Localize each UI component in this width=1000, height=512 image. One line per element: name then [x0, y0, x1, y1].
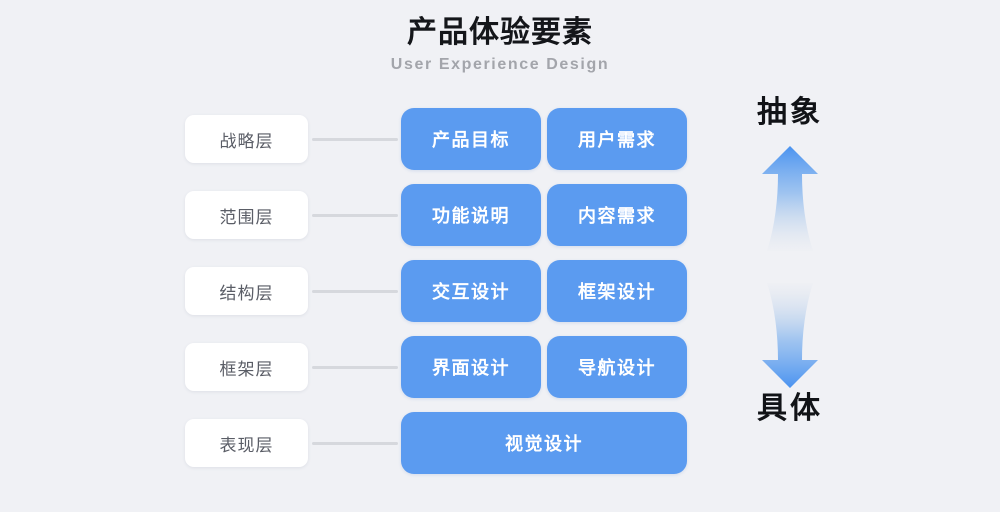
layer-row: 范围层 功能说明 内容需求 — [0, 184, 1000, 246]
connector-line — [312, 214, 398, 217]
page-subtitle: User Experience Design — [390, 55, 610, 73]
connector-line — [312, 290, 398, 293]
connector-line — [312, 138, 398, 141]
header: 产品体验要素 User Experience Design — [0, 14, 1000, 74]
element-card[interactable]: 交互设计 — [401, 260, 541, 322]
layer-row: 战略层 产品目标 用户需求 — [0, 108, 1000, 170]
layer-cards: 视觉设计 — [401, 412, 687, 474]
layer-cards: 功能说明 内容需求 — [401, 184, 687, 246]
layer-label-skeleton[interactable]: 框架层 — [185, 343, 308, 391]
element-card[interactable]: 用户需求 — [547, 108, 687, 170]
connector-line — [312, 442, 398, 445]
layer-row: 结构层 交互设计 框架设计 — [0, 260, 1000, 322]
page-title: 产品体验要素 — [407, 16, 593, 49]
layer-row: 表现层 视觉设计 — [0, 412, 1000, 474]
element-card-text: 用户需求 — [578, 130, 656, 150]
element-card-text: 功能说明 — [432, 206, 510, 226]
arrow-up-icon — [720, 144, 860, 254]
element-card-text: 界面设计 — [432, 358, 510, 378]
element-card-text: 内容需求 — [578, 206, 656, 226]
element-card-text: 视觉设计 — [505, 434, 583, 454]
element-card-text: 导航设计 — [578, 358, 656, 378]
layer-label-text: 战略层 — [219, 131, 274, 151]
layer-label-text: 表现层 — [219, 435, 274, 455]
layer-label-text: 范围层 — [219, 207, 274, 227]
layer-label-surface[interactable]: 表现层 — [185, 419, 308, 467]
layer-row: 框架层 界面设计 导航设计 — [0, 336, 1000, 398]
element-card[interactable]: 功能说明 — [401, 184, 541, 246]
layer-label-text: 结构层 — [219, 283, 274, 303]
element-card[interactable]: 框架设计 — [547, 260, 687, 322]
layer-label-scope[interactable]: 范围层 — [185, 191, 308, 239]
element-card[interactable]: 产品目标 — [401, 108, 541, 170]
layer-cards: 产品目标 用户需求 — [401, 108, 687, 170]
axis-top-label: 抽象 — [757, 96, 823, 129]
element-card[interactable]: 界面设计 — [401, 336, 541, 398]
layer-cards: 界面设计 导航设计 — [401, 336, 687, 398]
abstraction-axis: 抽象 — [720, 96, 860, 482]
element-card[interactable]: 导航设计 — [547, 336, 687, 398]
arrow-down-icon — [720, 280, 860, 390]
element-card-text: 交互设计 — [432, 282, 510, 302]
connector-line — [312, 366, 398, 369]
layer-label-structure[interactable]: 结构层 — [185, 267, 308, 315]
element-card[interactable]: 内容需求 — [547, 184, 687, 246]
axis-bottom-label: 具体 — [757, 392, 823, 425]
element-card-text: 产品目标 — [432, 130, 510, 150]
layer-cards: 交互设计 框架设计 — [401, 260, 687, 322]
element-card[interactable]: 视觉设计 — [401, 412, 687, 474]
layer-rows: 战略层 产品目标 用户需求 范围层 功能说明 — [0, 108, 1000, 474]
layer-label-strategy[interactable]: 战略层 — [185, 115, 308, 163]
layer-label-text: 框架层 — [219, 359, 274, 379]
element-card-text: 框架设计 — [578, 282, 656, 302]
